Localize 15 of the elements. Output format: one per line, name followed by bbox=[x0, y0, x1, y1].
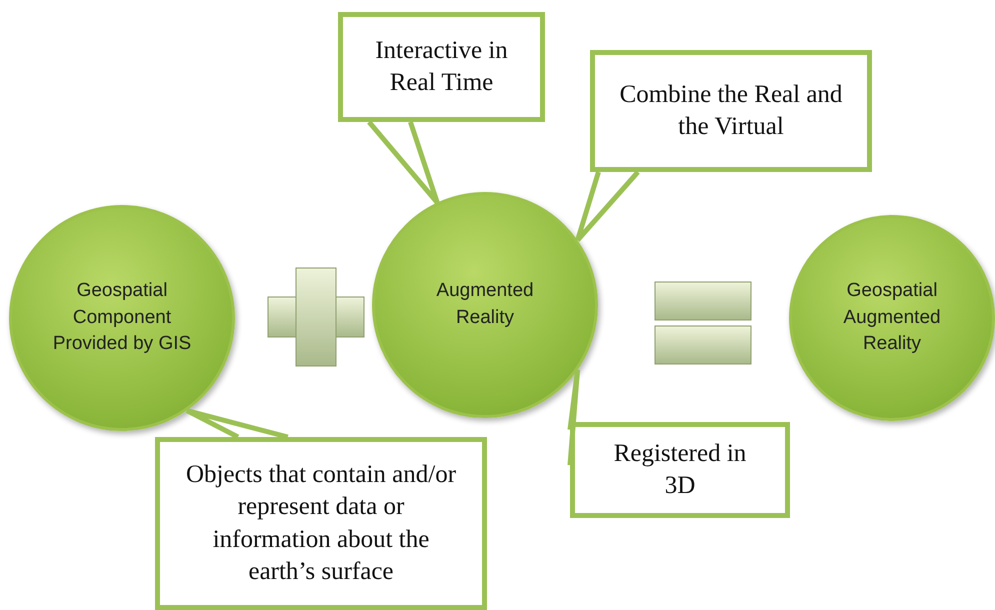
callout-text: Interactive in Real Time bbox=[374, 36, 509, 98]
node-label: Geospatial Component Provided by GIS bbox=[52, 279, 192, 356]
callout-box bbox=[155, 437, 487, 610]
leader-line bbox=[366, 120, 440, 206]
callout-box bbox=[590, 50, 872, 172]
callout-text: Objects that contain and/or represent data or information about the earth’s surface bbox=[184, 460, 458, 587]
node-label: Geospatial Augmented Reality bbox=[842, 279, 942, 356]
node-label: Augmented Reality bbox=[435, 279, 535, 330]
callout-box bbox=[570, 422, 790, 518]
leader-line bbox=[568, 367, 580, 468]
leader-line bbox=[184, 408, 290, 440]
leader-line bbox=[575, 170, 640, 243]
callout-box bbox=[338, 12, 545, 122]
callout-text: Combine the Real and the Virtual bbox=[618, 80, 844, 142]
callout-text: Registered in 3D bbox=[612, 438, 748, 501]
